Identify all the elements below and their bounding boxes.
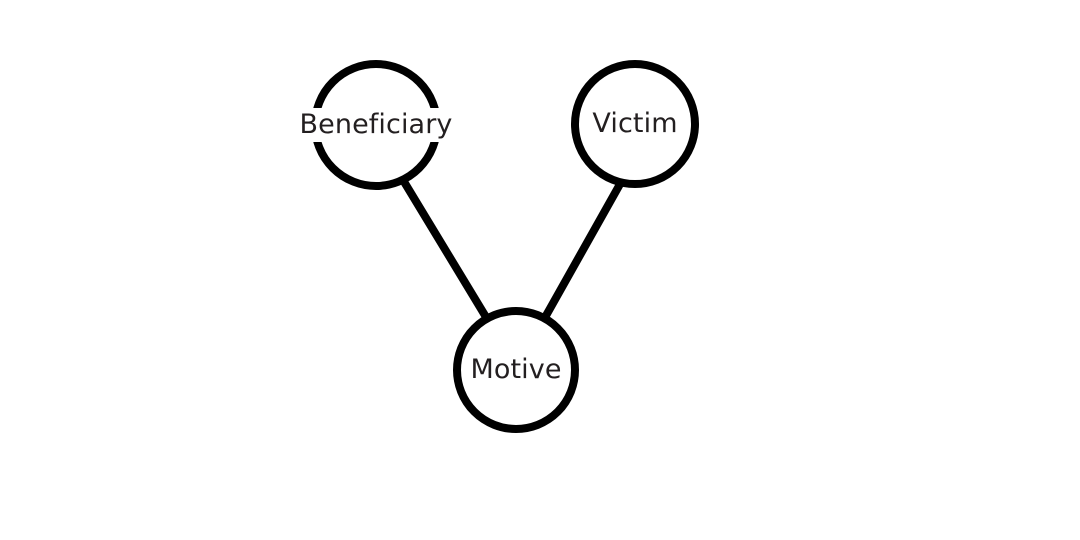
edge-layer (399, 175, 628, 325)
node-label-victim: Victim (590, 107, 680, 141)
edge-victim-motive[interactable] (539, 175, 628, 323)
node-label-motive: Motive (468, 353, 564, 387)
edge-beneficiary-motive[interactable] (399, 177, 493, 325)
node-label-beneficiary: Beneficiary (297, 108, 455, 142)
